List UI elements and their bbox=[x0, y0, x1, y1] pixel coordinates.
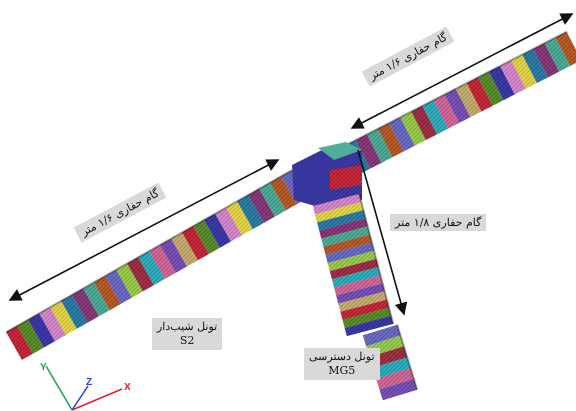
access-tunnel-descending bbox=[312, 193, 395, 337]
access-step-arrow bbox=[357, 149, 408, 316]
tube-segment-mesh bbox=[321, 226, 370, 247]
left-step-arrow bbox=[8, 159, 280, 301]
inclined-tunnel-code: S2 bbox=[179, 334, 195, 347]
y-axis-label: Y bbox=[40, 362, 47, 373]
tube-segment-mesh bbox=[28, 313, 55, 348]
inclined-tunnel-label: تونل شیب‌دار S2 bbox=[152, 318, 223, 350]
access-tunnel-step-text: گام حفاری ۱/۸ متر bbox=[395, 216, 482, 229]
tube-segment-mesh bbox=[362, 324, 401, 347]
tube-segment-mesh bbox=[336, 283, 385, 304]
inclined-tunnel-name: تونل شیب‌دار bbox=[157, 320, 218, 333]
tube-segment-mesh bbox=[340, 299, 389, 320]
tube-edge bbox=[396, 324, 419, 391]
tube-edge bbox=[344, 30, 568, 147]
tube-segment-mesh bbox=[317, 210, 366, 231]
tube-segment-mesh bbox=[338, 291, 387, 312]
tube-segment-mesh bbox=[379, 378, 418, 401]
main-tunnel-right-section bbox=[344, 30, 576, 175]
right-step-arrow bbox=[350, 13, 574, 129]
tube-segment-mesh bbox=[329, 258, 379, 280]
tube-segment-mesh bbox=[319, 218, 368, 239]
tube-segment-mesh bbox=[331, 267, 381, 288]
tube-segment-mesh bbox=[323, 234, 372, 255]
tube-segment-mesh bbox=[342, 307, 392, 328]
tube-segment-mesh bbox=[312, 193, 362, 215]
tube-segment-mesh bbox=[372, 357, 411, 379]
access-tunnel-step-label: گام حفاری ۱/۸ متر bbox=[390, 214, 487, 231]
tube-segment-mesh bbox=[334, 275, 383, 296]
tube-segment-mesh bbox=[376, 368, 414, 390]
tube-segment-mesh bbox=[39, 307, 66, 342]
tube-segment-mesh bbox=[366, 128, 393, 163]
tube-segment-mesh bbox=[314, 202, 364, 223]
tube-segment-mesh bbox=[377, 122, 404, 158]
access-tunnel-name: تونل دسترسی bbox=[309, 350, 375, 363]
tunnel-junction bbox=[292, 142, 362, 208]
access-tunnel-code: MG5 bbox=[328, 364, 356, 377]
tube-segment-mesh bbox=[327, 250, 377, 272]
tube-segment-mesh bbox=[325, 242, 375, 263]
tube-edge bbox=[358, 193, 395, 325]
x-axis-label: X bbox=[124, 382, 131, 393]
tube-segment-mesh bbox=[50, 300, 77, 335]
tube-segment-mesh bbox=[355, 134, 382, 169]
tube-segment-mesh bbox=[17, 319, 44, 354]
access-tunnel-label: تونل دسترسی MG5 bbox=[304, 348, 380, 380]
z-axis-label: Z bbox=[86, 377, 92, 388]
tube-segment-mesh bbox=[6, 325, 33, 360]
coordinate-axes: Y Z X bbox=[40, 362, 131, 411]
tube-segment-mesh bbox=[61, 294, 88, 329]
tube-segment-mesh bbox=[344, 315, 394, 337]
